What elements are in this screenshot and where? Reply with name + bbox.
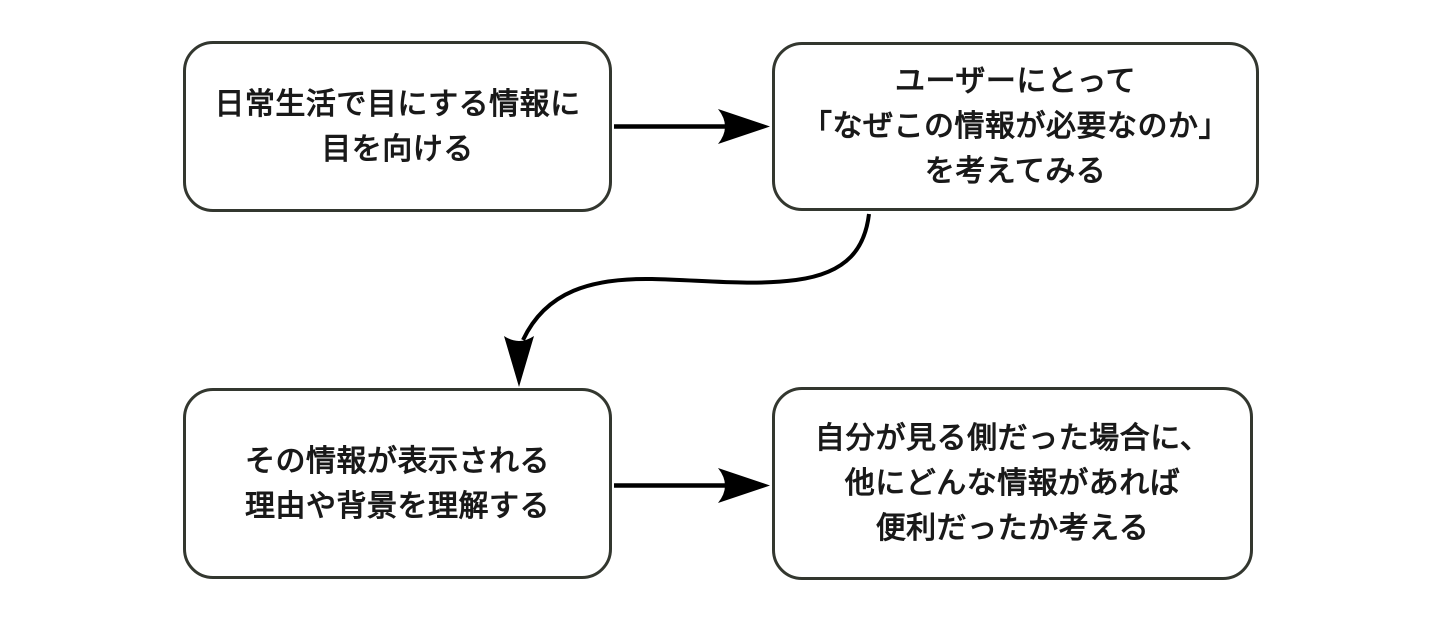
flow-node-understand-reason: その情報が表示される 理由や背景を理解する <box>183 388 612 579</box>
flow-node-think-why-needed: ユーザーにとって 「なぜこの情報が必要なのか」 を考えてみる <box>772 42 1259 211</box>
arrow-node2-to-node3 <box>504 213 871 387</box>
arrow-node3-to-node4 <box>614 468 770 503</box>
arrow-node1-to-node2 <box>614 109 770 144</box>
flow-node-observe-daily-info: 日常生活で目にする情報に 目を向ける <box>183 41 612 212</box>
flow-node-imagine-useful-info: 自分が見る側だった場合に、 他にどんな情報があれば 便利だったか考える <box>772 387 1253 580</box>
